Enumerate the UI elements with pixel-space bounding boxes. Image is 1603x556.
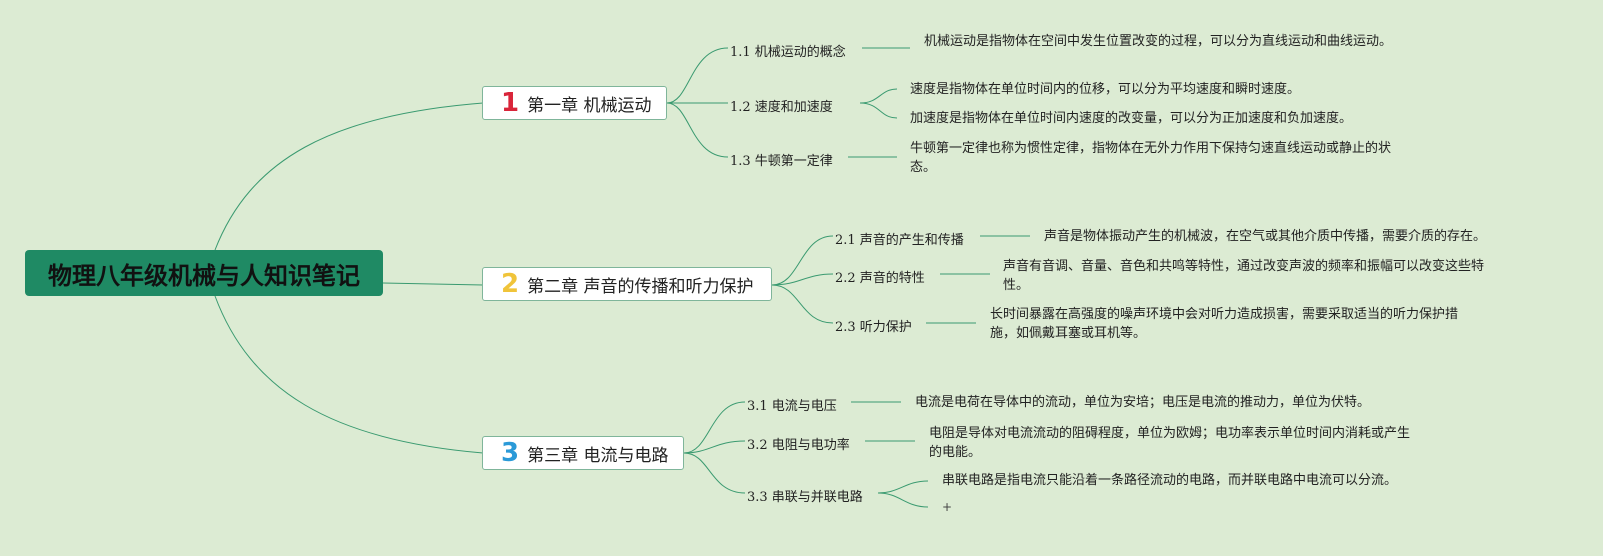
add-note-plus-icon[interactable]: + [942, 500, 953, 514]
subtopic-3-3[interactable]: 3.3 串联与并联电路 [747, 490, 863, 505]
root-title: 物理八年级机械与人知识笔记 [48, 261, 360, 290]
chapter-1-label: 第一章 机械运动 [527, 95, 652, 116]
note-3-3a[interactable]: 串联电路是指电流只能沿着一条路径流动的电路，而并联电路中电流可以分流。 [942, 473, 1398, 488]
note-1-3[interactable]: 牛顿第一定律也称为惯性定律，指物体在无外力作用下保持匀速直线运动或静止的状态。 [910, 141, 1392, 175]
note-2-1[interactable]: 声音是物体振动产生的机械波，在空气或其他介质中传播，需要介质的存在。 [1044, 229, 1487, 244]
chapter-1-node[interactable]: 1 第一章 机械运动 [482, 86, 667, 120]
note-3-1[interactable]: 电流是电荷在导体中的流动，单位为安培；电压是电流的推动力，单位为伏特。 [915, 395, 1371, 410]
note-2-3[interactable]: 长时间暴露在高强度的噪声环境中会对听力造成损害，需要采取适当的听力保护措施，如佩… [990, 307, 1459, 341]
subtopic-1-2[interactable]: 1.2 速度和加速度 [730, 100, 833, 115]
subtopic-2-3[interactable]: 2.3 听力保护 [835, 320, 912, 335]
number-3-icon: 3 [501, 438, 520, 468]
subtopic-1-1[interactable]: 1.1 机械运动的概念 [730, 45, 846, 60]
subtopic-1-3[interactable]: 1.3 牛顿第一定律 [730, 154, 833, 169]
subtopic-2-2[interactable]: 2.2 声音的特性 [835, 271, 925, 286]
chapter-3-label: 第三章 电流与电路 [527, 445, 669, 466]
note-3-2[interactable]: 电阻是导体对电流流动的阻碍程度，单位为欧姆；电功率表示单位时间内消耗或产生的电能… [929, 426, 1411, 460]
note-1-2b[interactable]: 加速度是指物体在单位时间内速度的改变量，可以分为正加速度和负加速度。 [910, 111, 1353, 126]
note-1-2a[interactable]: 速度是指物体在单位时间内的位移，可以分为平均速度和瞬时速度。 [910, 82, 1301, 97]
number-2-icon: 2 [501, 269, 520, 299]
chapter-3-node[interactable]: 3 第三章 电流与电路 [482, 436, 684, 470]
number-1-icon: 1 [501, 88, 520, 118]
subtopic-3-2[interactable]: 3.2 电阻与电功率 [747, 438, 850, 453]
chapter-2-label: 第二章 声音的传播和听力保护 [527, 276, 754, 297]
subtopic-2-1[interactable]: 2.1 声音的产生和传播 [835, 233, 964, 248]
note-1-1[interactable]: 机械运动是指物体在空间中发生位置改变的过程，可以分为直线运动和曲线运动。 [924, 34, 1393, 49]
note-2-2[interactable]: 声音有音调、音量、音色和共鸣等特性，通过改变声波的频率和振幅可以改变这些特性。 [1003, 259, 1485, 293]
subtopic-3-1[interactable]: 3.1 电流与电压 [747, 399, 837, 414]
root-topic[interactable]: 物理八年级机械与人知识笔记 [25, 250, 383, 296]
chapter-2-node[interactable]: 2 第二章 声音的传播和听力保护 [482, 267, 772, 301]
